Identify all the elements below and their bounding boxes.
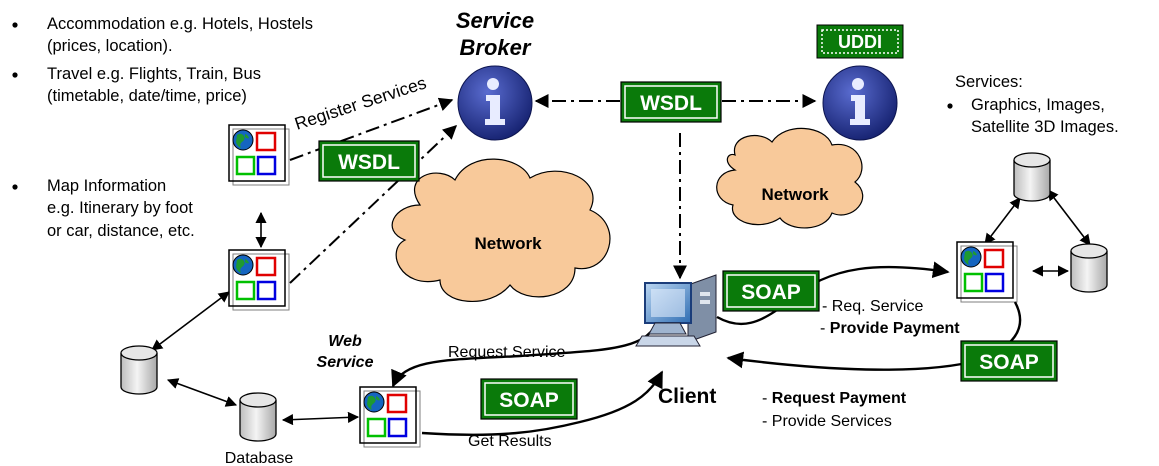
wsdl-links [289,94,817,284]
web-service-icon-remote [955,240,1019,304]
soap-label: SOAP [499,389,559,412]
bullet-accommodation-detail: (prices, location). [47,37,173,55]
database-label: Database [225,450,294,466]
client-computer-icon [635,274,717,347]
soap-label: SOAP [979,351,1039,374]
soap-label: SOAP [741,281,801,304]
web-service-icon-provider [227,123,291,187]
wsdl-badge-left: WSDL [318,140,420,182]
broker-info-icon [457,65,533,141]
wsdl-label: WSDL [640,92,702,115]
bullet-map-detail-2: or car, distance, etc. [47,222,195,240]
services-item-1: Graphics, Images, [971,96,1105,114]
service-broker-title-1: Service [456,8,534,33]
bullet-travel: Travel e.g. Flights, Train, Bus [47,65,261,83]
bullet-dot [947,103,953,109]
left-bullets: Accommodation e.g. Hotels, Hostels (pric… [12,15,313,240]
database-icon-left [120,345,158,395]
soap-badge-payment: SOAP [960,340,1058,382]
bullet-travel-detail: (timetable, date/time, price) [47,87,247,105]
service-broker-title-2: Broker [460,35,532,60]
bullet-dot [12,22,18,28]
bullet-accommodation: Accommodation e.g. Hotels, Hostels [47,15,313,33]
link-map-db [151,291,230,351]
bullet-dot [12,184,18,190]
request-payment-label: - Request Payment [762,390,907,407]
req-service-label: - Req. Service [822,298,923,315]
network-cloud-right [716,127,864,229]
client-label: Client [658,385,716,408]
provide-payment-label: - Provide Payment [820,320,960,337]
bullet-map-detail-1: e.g. Itinerary by foot [47,199,193,217]
web-service-icon-client-side [358,385,422,449]
uddi-badge: UDDI [816,24,904,59]
curve-get-results [421,370,664,436]
services-heading: Services: [955,73,1023,91]
wsdl-label: WSDL [338,151,400,174]
register-services-label: Register Services [292,72,429,133]
link-db-webservice [281,411,360,426]
network-label-right: Network [761,185,829,204]
soap-badge-results: SOAP [480,378,578,420]
link-db-db [166,378,238,407]
link-db1-db2 [1047,189,1091,246]
bullet-map: Map Information [47,177,166,195]
web-service-title-1: Web [328,333,362,350]
link-rs-db1 [984,197,1021,245]
soap-badge-request: SOAP [722,270,820,312]
web-service-title-2: Service [317,354,374,371]
wsdl-badge-top: WSDL [620,81,722,123]
get-results-label: Get Results [468,433,552,450]
database-icon-remote-1 [1013,152,1051,202]
network-cloud-main [391,158,611,303]
uddi-info-icon [822,65,898,141]
uddi-label: UDDI [838,32,882,52]
database-icon-remote-2 [1070,243,1108,293]
request-service-label: Request Service [448,344,565,361]
network-label-main: Network [474,234,542,253]
web-service-icon-map [227,248,291,312]
bullet-dot [12,72,18,78]
curve-request-payment [726,301,1022,371]
services-item-2: Satellite 3D Images. [971,118,1119,136]
provide-services-label: - Provide Services [762,413,892,430]
database-icon [239,392,277,442]
